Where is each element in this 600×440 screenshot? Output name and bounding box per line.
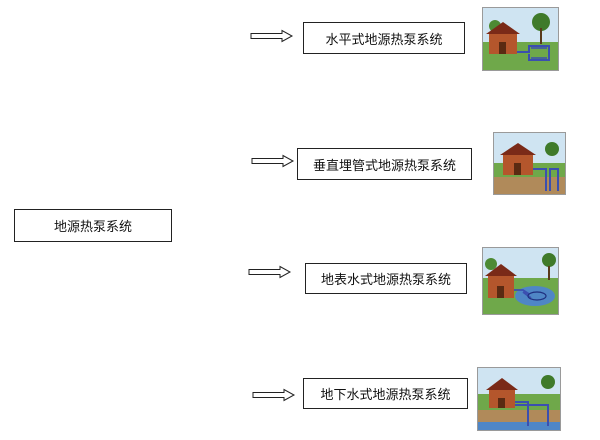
arrow-right-icon xyxy=(252,388,296,402)
arrow-right-icon xyxy=(250,29,294,43)
branch-node-groundwater: 地下水式地源热泵系统 xyxy=(303,378,468,409)
branch-node-vertical: 垂直埋管式地源热泵系统 xyxy=(297,148,472,180)
horizontal-ground-loop-house-icon xyxy=(482,7,559,71)
vertical-ground-loop-house-icon xyxy=(493,132,566,195)
branch-node-label: 水平式地源热泵系统 xyxy=(325,32,443,48)
arrow-right-icon xyxy=(248,265,292,279)
arrow-right-icon xyxy=(251,154,295,168)
surface-water-loop-house-icon xyxy=(482,247,559,315)
branch-node-surface-water: 地表水式地源热泵系统 xyxy=(305,263,467,294)
root-node-label: 地源热泵系统 xyxy=(53,220,132,235)
root-node: 地源热泵系统 xyxy=(14,209,172,242)
groundwater-well-house-icon xyxy=(477,367,561,431)
branch-node-label: 地表水式地源热泵系统 xyxy=(320,273,451,288)
branch-node-horizontal: 水平式地源热泵系统 xyxy=(303,22,465,54)
branch-node-label: 垂直埋管式地源热泵系统 xyxy=(312,158,456,174)
branch-node-label: 地下水式地源热泵系统 xyxy=(320,388,451,403)
